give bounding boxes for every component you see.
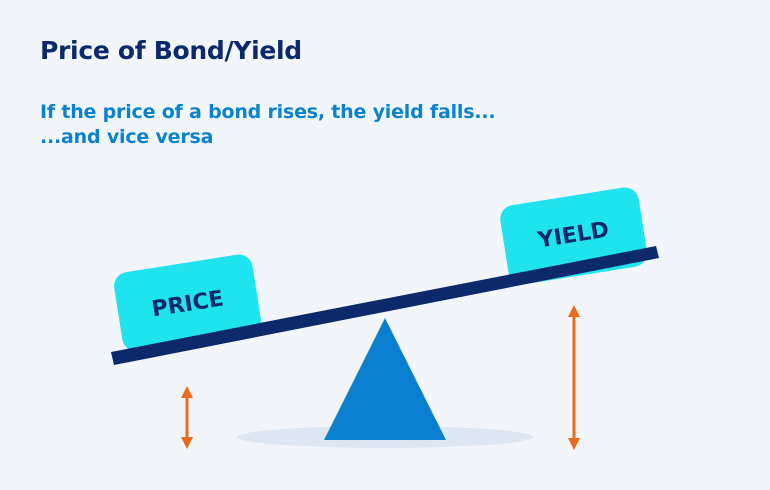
fulcrum-triangle bbox=[324, 318, 446, 440]
subtitle-line-2: ...and vice versa bbox=[40, 126, 214, 148]
subtitle-line-1: If the price of a bond rises, the yield … bbox=[40, 101, 496, 123]
seesaw-beam bbox=[111, 246, 659, 365]
diagram-subtitle: If the price of a bond rises, the yield … bbox=[40, 100, 496, 150]
diagram-title: Price of Bond/Yield bbox=[40, 36, 302, 65]
price-block-shape bbox=[114, 254, 261, 352]
price-block: PRICE bbox=[114, 254, 261, 352]
